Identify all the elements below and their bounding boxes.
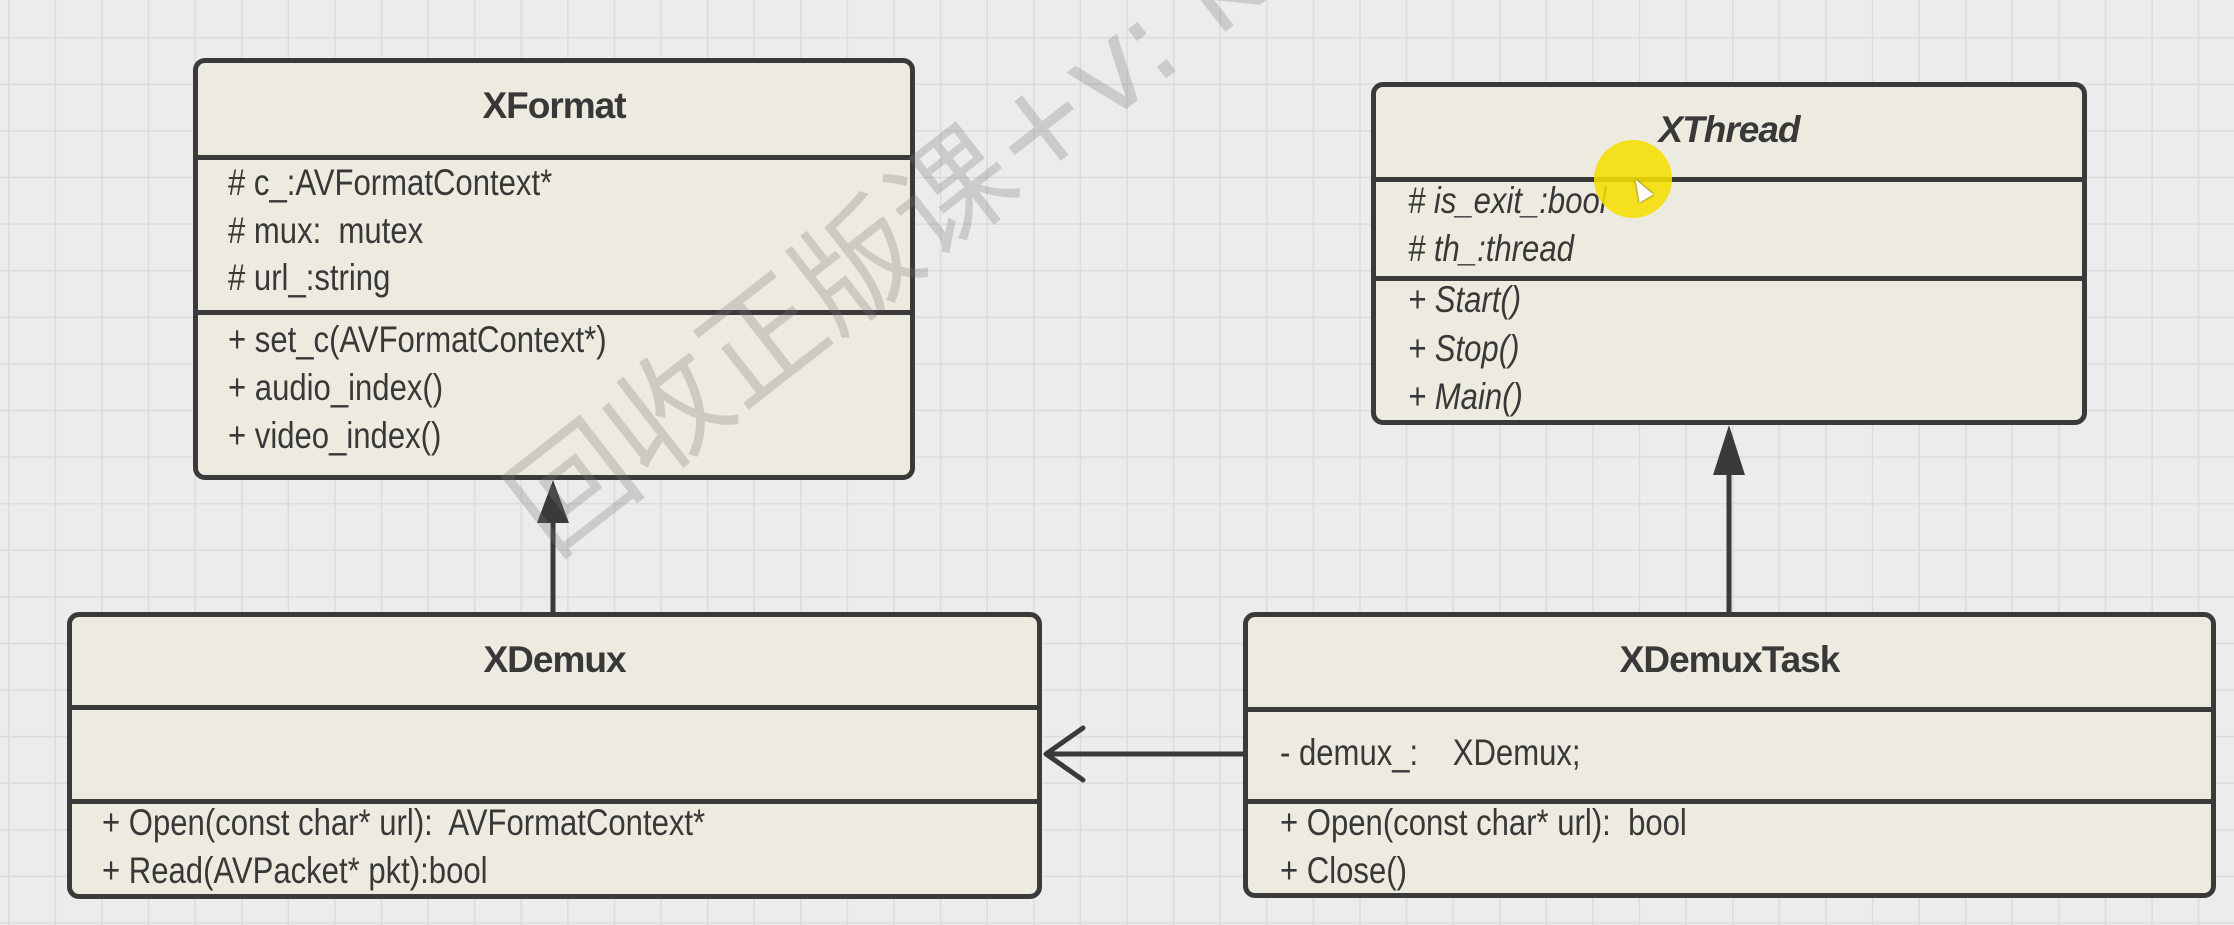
method: + Close() [1280, 850, 1407, 891]
method: + video_index() [228, 415, 442, 456]
class-xformat[interactable]: XFormat # c_:AVFormatContext* # mux: mut… [193, 58, 915, 480]
method: + audio_index() [228, 367, 444, 408]
method: + Stop() [1408, 328, 1520, 369]
method: + Open(const char* url): bool [1280, 802, 1687, 843]
class-name: XFormat [482, 85, 626, 126]
inheritance-arrowhead-icon [537, 480, 569, 523]
cursor-highlight [1594, 140, 1672, 218]
attributes-compartment: - demux_: XDemux; [1248, 707, 2211, 802]
attribute: - demux_: XDemux; [1280, 732, 1581, 773]
method: + set_c(AVFormatContext*) [228, 319, 607, 360]
class-xthread[interactable]: XThread # is_exit_:bool # th_:thread + S… [1371, 82, 2087, 425]
class-name: XDemuxTask [1619, 639, 1841, 680]
inheritance-xdemuxtask-to-xthread [1713, 425, 1745, 614]
methods-compartment: + Open(const char* url): bool + Close() [1248, 799, 2211, 893]
method: + Main() [1408, 376, 1523, 417]
class-name: XThread [1658, 109, 1800, 150]
attribute: # is_exit_:bool [1408, 180, 1607, 221]
attribute: # th_:thread [1408, 228, 1574, 269]
method: + Read(AVPacket* pkt):bool [102, 850, 488, 891]
inheritance-xdemux-to-xformat [537, 480, 569, 614]
inheritance-arrowhead-icon [1713, 425, 1745, 475]
attributes-compartment: # c_:AVFormatContext* # mux: mutex # url… [198, 155, 910, 313]
methods-compartment: + Start() + Stop() + Main() [1376, 276, 2082, 420]
methods-compartment: + set_c(AVFormatContext*) + audio_index(… [198, 310, 910, 475]
class-header: XThread [1376, 87, 2082, 180]
methods-compartment: + Open(const char* url): AVFormatContext… [72, 799, 1037, 894]
method: + Start() [1408, 279, 1522, 320]
attributes-compartment: # is_exit_:bool # th_:thread [1376, 177, 2082, 279]
attributes-compartment [72, 705, 1037, 802]
open-arrowhead-icon [1043, 725, 1086, 783]
attribute: # mux: mutex [228, 210, 424, 251]
class-xdemuxtask[interactable]: XDemuxTask - demux_: XDemux; + Open(cons… [1243, 612, 2216, 898]
class-xdemux[interactable]: XDemux + Open(const char* url): AVFormat… [67, 612, 1042, 899]
attribute: # c_:AVFormatContext* [228, 162, 553, 203]
attribute: # url_:string [228, 257, 391, 298]
association-xdemuxtask-to-xdemux [1043, 725, 1245, 783]
class-header: XFormat [198, 63, 910, 157]
class-name: XDemux [483, 639, 626, 680]
method: + Open(const char* url): AVFormatContext… [102, 802, 706, 843]
class-header: XDemuxTask [1248, 617, 2211, 710]
class-header: XDemux [72, 617, 1037, 708]
